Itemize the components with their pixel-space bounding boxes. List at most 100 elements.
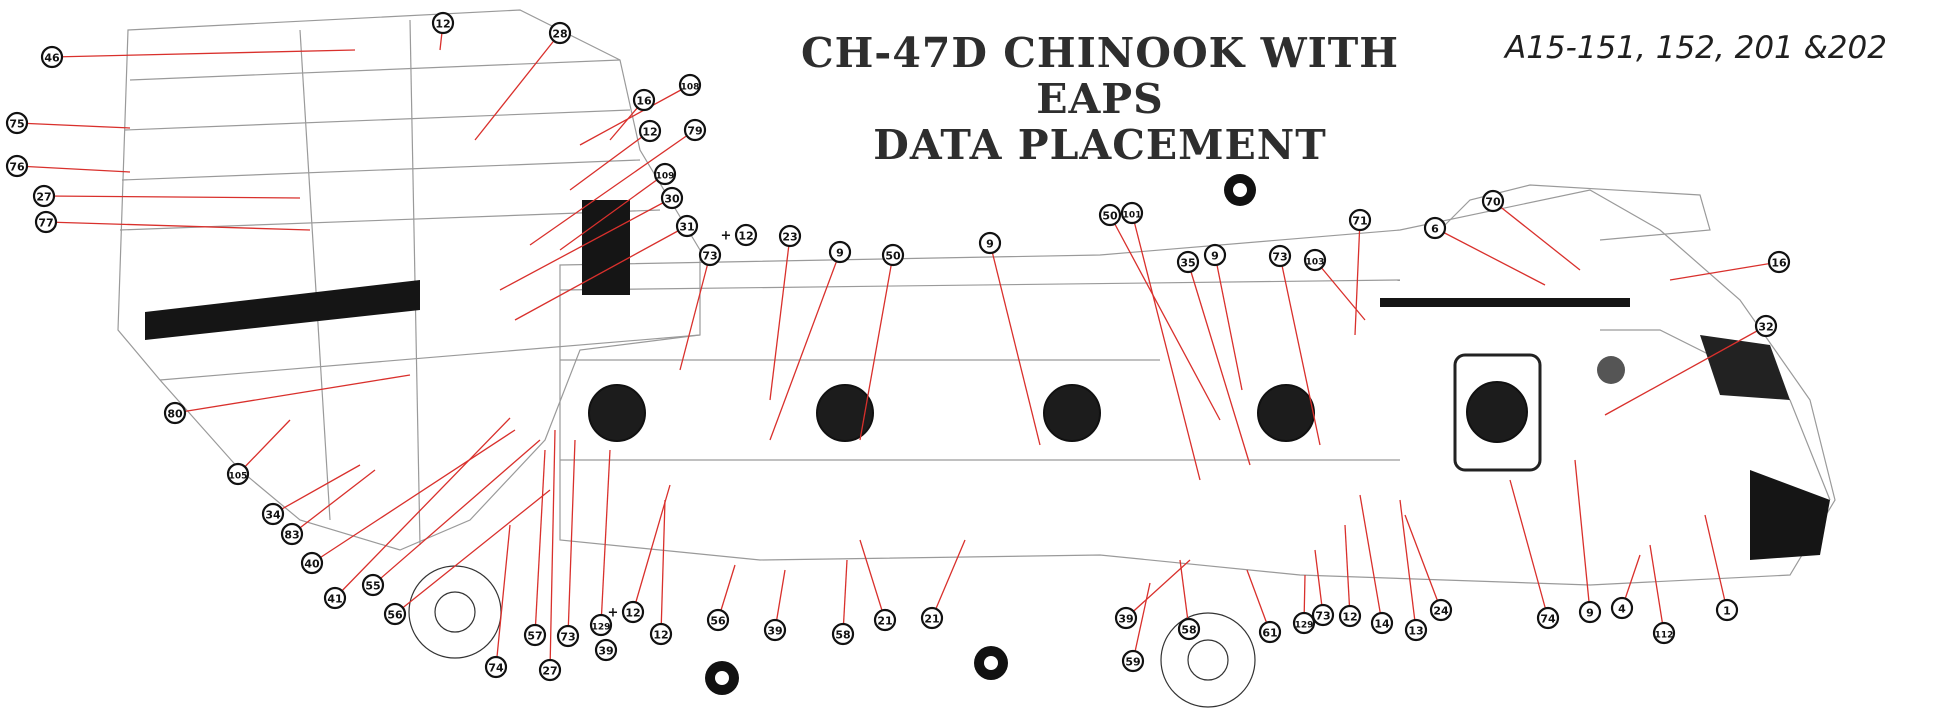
callout-circle bbox=[1338, 604, 1362, 628]
callout-circle bbox=[1114, 606, 1138, 630]
callout-circle bbox=[1348, 208, 1372, 232]
callout-63: 9 bbox=[1578, 600, 1602, 624]
callout-circle bbox=[323, 586, 347, 610]
callout-circle bbox=[34, 210, 58, 234]
callout-label: 4 bbox=[1618, 603, 1626, 616]
leader-line-6 bbox=[569, 130, 651, 191]
callout-label: 83 bbox=[284, 529, 299, 542]
callout-circle bbox=[1610, 596, 1634, 620]
callout-6: 12 bbox=[638, 119, 662, 143]
callout-label: 39 bbox=[598, 645, 613, 658]
leader-line-11 bbox=[499, 197, 673, 291]
callout-11: 30 bbox=[660, 186, 684, 210]
callout-label: 59 bbox=[1125, 656, 1140, 669]
fuselage-upper-line bbox=[559, 279, 1401, 291]
callout-label: 39 bbox=[767, 625, 782, 638]
callout-label: 21 bbox=[924, 613, 939, 626]
callout-55: 61 bbox=[1258, 620, 1282, 644]
callout-label: 40 bbox=[304, 558, 320, 571]
callout-circle bbox=[778, 224, 802, 248]
leader-line-12 bbox=[45, 221, 311, 231]
callout-38: 56 bbox=[383, 602, 407, 626]
aft-pylon-panel-line bbox=[124, 109, 631, 131]
callout-label: 12 bbox=[435, 18, 450, 31]
callout-15: 73 bbox=[698, 243, 722, 267]
callout-label: 32 bbox=[1758, 321, 1773, 334]
callout-circle bbox=[1652, 621, 1676, 645]
callout-circle bbox=[1536, 606, 1560, 630]
callout-label: 108 bbox=[681, 83, 700, 93]
callout-19: 9 bbox=[978, 231, 1002, 255]
callout-circle bbox=[978, 231, 1002, 255]
callout-53: 59 bbox=[1121, 649, 1145, 673]
leader-line-52 bbox=[1125, 559, 1191, 619]
callout-41: 27 bbox=[538, 658, 562, 682]
callout-9: 109 bbox=[653, 162, 677, 186]
callout-label: 30 bbox=[664, 193, 680, 206]
callout-circle bbox=[1423, 216, 1447, 240]
diagram-title: CH-47D CHINOOK WITH EAPS DATA PLACEMENT bbox=[740, 30, 1460, 168]
callout-58: 12 bbox=[1338, 604, 1362, 628]
callout-label: 9 bbox=[986, 238, 994, 251]
callout-1: 28 bbox=[548, 21, 572, 45]
leader-line-63 bbox=[1574, 459, 1591, 613]
cockpit-upper-window bbox=[1700, 335, 1790, 400]
leader-line-30 bbox=[1604, 325, 1767, 416]
callout-circle bbox=[638, 119, 662, 143]
callout-51: 21 bbox=[920, 606, 944, 630]
leader-line-58 bbox=[1344, 524, 1351, 617]
callout-31: 80 bbox=[163, 401, 187, 425]
callout-7: 79 bbox=[683, 118, 707, 142]
callout-circle bbox=[163, 401, 187, 425]
callout-label: 9 bbox=[1586, 607, 1594, 620]
leader-line-61 bbox=[1404, 514, 1442, 611]
callout-circle bbox=[5, 154, 29, 178]
callout-label: 73 bbox=[702, 250, 717, 263]
leader-line-32 bbox=[237, 419, 291, 475]
callout-circle bbox=[653, 162, 677, 186]
callout-circle bbox=[1268, 244, 1292, 268]
leader-line-54 bbox=[1179, 559, 1190, 630]
callout-64: 4 bbox=[1610, 596, 1634, 620]
callout-23: 9 bbox=[1203, 243, 1227, 267]
leader-line-22 bbox=[1187, 261, 1251, 466]
callout-circle bbox=[1754, 314, 1778, 338]
leader-line-21 bbox=[1109, 214, 1221, 421]
callout-label: 80 bbox=[167, 408, 183, 421]
callout-label: 6 bbox=[1431, 223, 1439, 236]
callout-circle bbox=[1203, 243, 1227, 267]
leader-line-39 bbox=[495, 524, 511, 668]
marker-bottom-left-dot bbox=[715, 671, 729, 685]
callout-label: 39 bbox=[1118, 613, 1133, 626]
callout-label: 21 bbox=[877, 615, 892, 628]
callout-60: 13 bbox=[1404, 618, 1428, 642]
callout-circle bbox=[556, 624, 580, 648]
leader-line-13 bbox=[514, 225, 688, 321]
callout-2: 46 bbox=[40, 45, 64, 69]
callout-5: 75 bbox=[5, 111, 29, 135]
callout-circle bbox=[763, 618, 787, 642]
callout-label: 14 bbox=[1374, 618, 1390, 631]
callout-label: 57 bbox=[527, 630, 542, 643]
leader-line-23 bbox=[1214, 254, 1243, 391]
callout-circle bbox=[1176, 250, 1200, 274]
door-window bbox=[1466, 381, 1528, 443]
cabin-window-2 bbox=[816, 384, 874, 442]
callout-40: 57 bbox=[523, 623, 547, 647]
callout-circle bbox=[1370, 611, 1394, 635]
callout-circle bbox=[261, 502, 285, 526]
aft-pylon-panel-line bbox=[159, 334, 701, 381]
callout-circle bbox=[1578, 600, 1602, 624]
callout-circle bbox=[383, 602, 407, 626]
callout-circle bbox=[1121, 649, 1145, 673]
leader-line-1 bbox=[474, 32, 561, 141]
callout-66: 1 bbox=[1715, 598, 1739, 622]
callout-39: 74 bbox=[484, 655, 508, 679]
callout-label: 50 bbox=[885, 250, 901, 263]
callout-46: 12 bbox=[649, 622, 673, 646]
callout-24: 73 bbox=[1268, 244, 1292, 268]
callout-48: 39 bbox=[763, 618, 787, 642]
callout-54: 58 bbox=[1177, 617, 1201, 641]
